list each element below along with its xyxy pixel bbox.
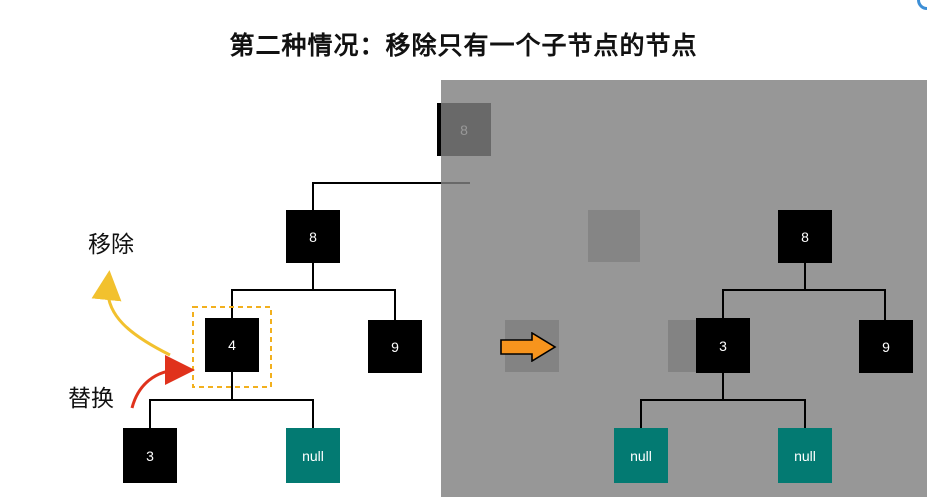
left-node-removed: 4 (205, 318, 259, 372)
replace-label: 替换 (68, 386, 114, 412)
corner-circle-icon (917, 0, 927, 10)
right-root-node: 8 (778, 210, 832, 263)
right-node-3: 3 (696, 318, 750, 373)
replace-arrow (130, 355, 195, 409)
right-node-null-left: null (614, 428, 668, 483)
right-node-null-right: null (778, 428, 832, 483)
removal-highlight-box (192, 306, 272, 388)
transform-arrow-icon (500, 332, 557, 362)
left-tree-edges (149, 182, 470, 428)
left-node-9: 9 (368, 320, 422, 373)
remove-arrow (91, 270, 171, 357)
gray-overlay (441, 80, 927, 497)
left-node-3: 3 (123, 428, 177, 483)
left-node-8: 8 (286, 210, 340, 263)
remove-label: 移除 (88, 232, 134, 258)
page-title: 第二种情况：移除只有一个子节点的节点 (229, 31, 698, 60)
right-node-9: 9 (859, 320, 913, 373)
left-node-null: null (286, 428, 340, 483)
